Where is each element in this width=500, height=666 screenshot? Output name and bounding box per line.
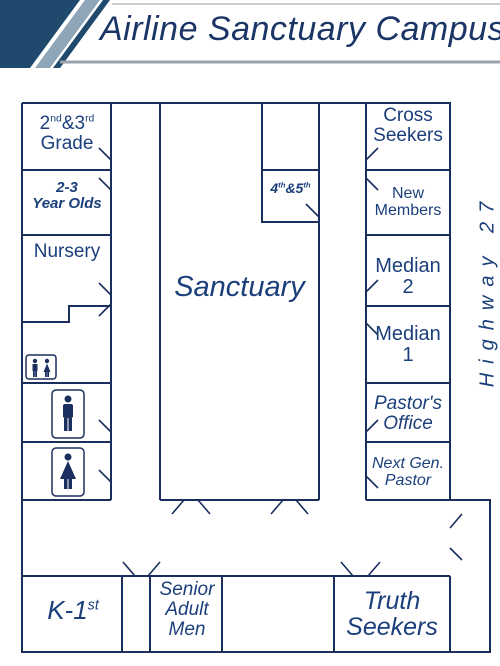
room-pastors-office: Pastor's Office <box>373 393 443 434</box>
room-next-gen-pastor: Next Gen. Pastor <box>371 455 445 489</box>
header-graphic <box>0 0 500 68</box>
room-senior-adult-men: Senior Adult Men <box>159 579 215 640</box>
room-2-3-year-olds: 2-3 Year Olds <box>32 179 102 212</box>
family-restroom-icon <box>25 354 57 380</box>
header-banner: Airline Sanctuary Campus <box>0 0 500 68</box>
room-new-members: New Members <box>374 185 442 219</box>
page-title: Airline Sanctuary Campus <box>100 10 500 48</box>
mens-restroom-icon <box>51 389 85 439</box>
room-2nd-3rd-grade: 2nd&3rd Grade <box>39 113 95 154</box>
room-truth-seekers: Truth Seekers <box>346 587 438 642</box>
room-median-1: Median 1 <box>375 323 441 366</box>
room-4th-5th: 4th&5th <box>270 180 311 196</box>
womens-restroom-icon <box>51 447 85 497</box>
room-nursery: Nursery <box>33 241 101 262</box>
room-median-2: Median 2 <box>375 255 441 298</box>
highway-label: Highway 27 <box>476 192 499 388</box>
room-cross-seekers: Cross Seekers <box>373 105 443 146</box>
room-sanctuary: Sanctuary <box>174 271 305 303</box>
room-k-1st: K-1st <box>47 595 99 625</box>
